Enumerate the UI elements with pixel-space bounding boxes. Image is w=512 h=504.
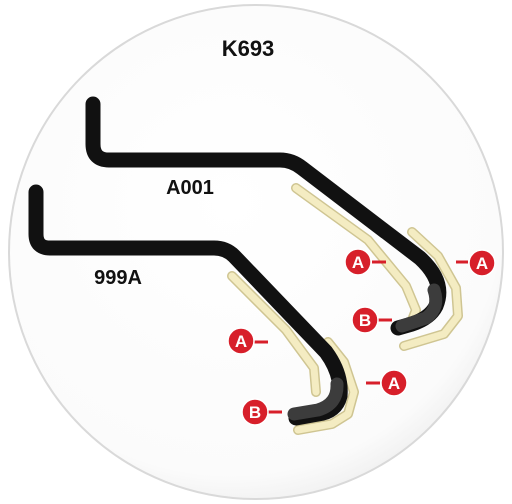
- background-disc: [8, 4, 504, 500]
- title-label: K693: [222, 36, 275, 61]
- coating-strip-upper-outer-fill: [400, 228, 462, 350]
- coating-strip-lower-inner-fill: [228, 272, 320, 396]
- coating-strip-lower-outer-fill: [294, 338, 358, 434]
- marker-a-lower-right: A: [366, 369, 408, 397]
- wire-upper-label: A001: [166, 177, 214, 199]
- wire-upper-tip: [395, 283, 443, 333]
- svg-text:B: B: [249, 403, 261, 422]
- wire-upper: [85, 96, 463, 351]
- svg-text:A: A: [235, 332, 247, 351]
- marker-b-upper: B: [351, 306, 392, 334]
- svg-text:B: B: [359, 311, 371, 330]
- svg-text:A: A: [352, 253, 364, 272]
- marker-a-upper-right: A: [456, 249, 496, 277]
- wire-lower-label: 999A: [94, 267, 142, 289]
- marker-b-lower: B: [241, 398, 282, 426]
- marker-a-lower-left: A: [227, 327, 268, 355]
- svg-text:A: A: [388, 374, 400, 393]
- marker-a-upper-left: A: [344, 248, 386, 276]
- wire-lower-tip: [287, 377, 344, 421]
- wire-lower: [28, 184, 359, 435]
- svg-text:A: A: [476, 254, 488, 273]
